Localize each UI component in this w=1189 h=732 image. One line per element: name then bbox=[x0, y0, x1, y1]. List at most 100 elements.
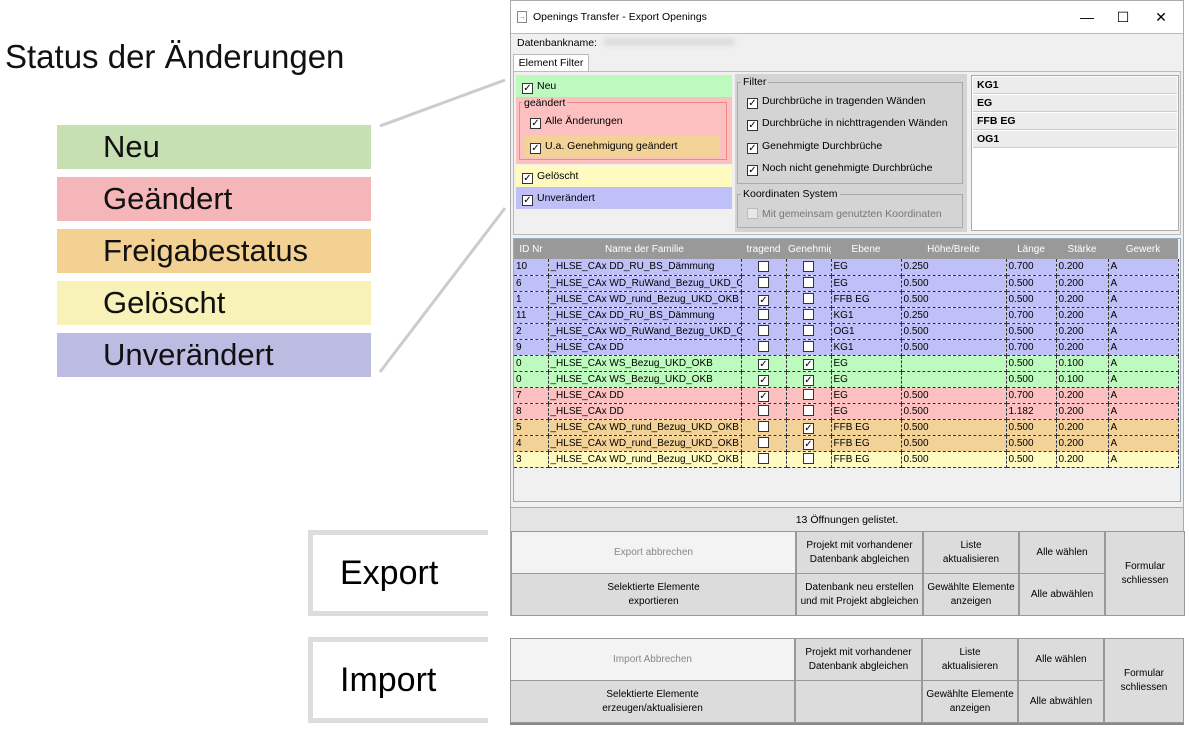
row-checkbox[interactable] bbox=[786, 307, 832, 324]
filter-item[interactable]: ✓Genehmigte Durchbrüche bbox=[747, 140, 883, 154]
column-header[interactable]: Ebene bbox=[831, 239, 901, 259]
row-checkbox[interactable]: ✓ bbox=[741, 387, 787, 404]
row-checkbox[interactable]: ✓ bbox=[786, 355, 832, 372]
cell: 0.100 bbox=[1056, 355, 1109, 372]
column-header[interactable]: Stärke bbox=[1056, 239, 1108, 259]
row-checkbox[interactable] bbox=[741, 435, 787, 452]
column-header[interactable]: Name der Familie bbox=[548, 239, 741, 259]
column-header[interactable]: ID Nr bbox=[514, 239, 548, 259]
column-header[interactable]: Genehmigt bbox=[786, 239, 831, 259]
filter-neu[interactable]: ✓Neu bbox=[516, 75, 732, 97]
button-schliessen[interactable]: Formular schliessen bbox=[1104, 638, 1184, 723]
button-abgleichen[interactable]: Projekt mit vorhandener Datenbank abglei… bbox=[795, 638, 922, 681]
cell: 0.200 bbox=[1056, 403, 1109, 420]
row-checkbox[interactable] bbox=[741, 275, 787, 292]
row-checkbox[interactable] bbox=[741, 323, 787, 340]
filter-alle-aenderungen[interactable]: ✓Alle Änderungen bbox=[530, 115, 623, 129]
row-checkbox[interactable]: ✓ bbox=[741, 371, 787, 388]
filter-item[interactable]: ✓Noch nicht genehmigte Durchbrüche bbox=[747, 162, 933, 176]
row-checkbox[interactable] bbox=[786, 403, 832, 420]
filter-gemeinsame-koordinaten[interactable]: Mit gemeinsam genutzten Koordinaten bbox=[741, 203, 942, 225]
filter-geloescht[interactable]: ✓Gelöscht bbox=[516, 165, 732, 187]
row-checkbox[interactable]: ✓ bbox=[741, 291, 787, 308]
button-selekt[interactable]: Selektierte Elemente exportieren bbox=[511, 573, 796, 616]
button-abbrechen[interactable]: Import Abbrechen bbox=[510, 638, 795, 681]
button-neu[interactable]: Datenbank neu erstellen und mit Projekt … bbox=[796, 573, 923, 616]
level-item[interactable]: FFB EG bbox=[973, 113, 1177, 130]
button-liste[interactable]: Liste aktualisieren bbox=[922, 638, 1018, 681]
button-keine[interactable]: Alle abwählen bbox=[1018, 680, 1104, 723]
row-checkbox[interactable] bbox=[741, 419, 787, 436]
cell: _HLSE_CAx DD_RU_BS_Dämmung bbox=[548, 307, 742, 324]
row-checkbox[interactable] bbox=[786, 451, 832, 468]
level-item[interactable]: KG1 bbox=[973, 77, 1177, 94]
button-liste[interactable]: Liste aktualisieren bbox=[923, 531, 1019, 574]
cell: A bbox=[1108, 387, 1179, 404]
button-anzeigen[interactable]: Gewählte Elemente anzeigen bbox=[923, 573, 1019, 616]
checkbox-icon: ✓ bbox=[522, 83, 533, 94]
cell: 5 bbox=[514, 419, 549, 436]
level-item[interactable]: EG bbox=[973, 95, 1177, 112]
row-checkbox[interactable] bbox=[786, 259, 832, 276]
filter-unveraendert[interactable]: ✓Unverändert bbox=[516, 187, 732, 209]
level-item[interactable]: OG1 bbox=[973, 131, 1177, 148]
row-checkbox[interactable] bbox=[741, 339, 787, 356]
button-abgleichen[interactable]: Projekt mit vorhandener Datenbank abglei… bbox=[796, 531, 923, 574]
cell: _HLSE_CAx DD bbox=[548, 403, 742, 420]
cell: 0.250 bbox=[901, 307, 1007, 324]
button-alle[interactable]: Alle wählen bbox=[1018, 638, 1104, 681]
row-checkbox[interactable] bbox=[786, 323, 832, 340]
cell: 6 bbox=[514, 275, 549, 292]
close-icon[interactable]: ✕ bbox=[1155, 9, 1167, 25]
button-schliessen[interactable]: Formular schliessen bbox=[1105, 531, 1185, 616]
filter-genehmigung-geaendert[interactable]: ✓U.a. Genehmigung geändert bbox=[524, 135, 720, 157]
button-alle[interactable]: Alle wählen bbox=[1019, 531, 1105, 574]
cell: _HLSE_CAx WS_Bezug_UKD_OKB bbox=[548, 371, 742, 388]
cell: 0.500 bbox=[1006, 371, 1057, 388]
tab-element-filter[interactable]: Element Filter bbox=[513, 54, 589, 72]
row-checkbox[interactable]: ✓ bbox=[786, 419, 832, 436]
row-checkbox[interactable] bbox=[741, 307, 787, 324]
row-checkbox[interactable] bbox=[786, 339, 832, 356]
cell: 0.500 bbox=[901, 323, 1007, 340]
row-checkbox[interactable] bbox=[741, 259, 787, 276]
button-anzeigen[interactable]: Gewählte Elemente anzeigen bbox=[922, 680, 1018, 723]
column-header[interactable]: Länge bbox=[1006, 239, 1056, 259]
cell: 0.200 bbox=[1056, 435, 1109, 452]
row-checkbox[interactable] bbox=[741, 403, 787, 420]
button-neu[interactable] bbox=[795, 680, 922, 723]
column-header[interactable]: tragend bbox=[741, 239, 786, 259]
row-checkbox[interactable]: ✓ bbox=[786, 371, 832, 388]
row-checkbox[interactable] bbox=[741, 451, 787, 468]
filter-item[interactable]: ✓Durchbrüche in tragenden Wänden bbox=[747, 95, 926, 109]
button-abbrechen[interactable]: Export abbrechen bbox=[511, 531, 796, 574]
minimize-icon[interactable]: — bbox=[1080, 9, 1094, 25]
button-selekt[interactable]: Selektierte Elemente erzeugen/aktualisie… bbox=[510, 680, 795, 723]
filter-item[interactable]: ✓Durchbrüche in nichttragenden Wänden bbox=[747, 117, 948, 131]
column-header[interactable]: Höhe/Breite bbox=[901, 239, 1006, 259]
column-header[interactable]: Gewerk bbox=[1108, 239, 1178, 259]
button-keine[interactable]: Alle abwählen bbox=[1019, 573, 1105, 616]
row-checkbox[interactable] bbox=[786, 291, 832, 308]
row-checkbox[interactable]: ✓ bbox=[741, 355, 787, 372]
row-checkbox[interactable]: ✓ bbox=[786, 435, 832, 452]
row-checkbox[interactable] bbox=[786, 275, 832, 292]
cell: A bbox=[1108, 291, 1179, 308]
maximize-icon[interactable]: ☐ bbox=[1116, 9, 1130, 25]
row-checkbox[interactable] bbox=[786, 387, 832, 404]
